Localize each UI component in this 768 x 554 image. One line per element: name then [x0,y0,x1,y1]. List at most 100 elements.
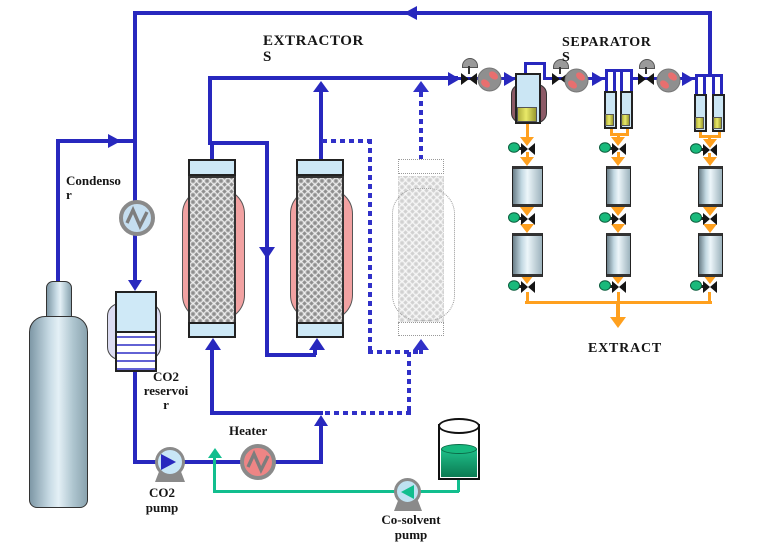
pump-arrow-icon [161,454,176,470]
cosolvent-pump-label: Co-solvent pump [374,512,448,542]
pipe-outlet-header [208,76,458,80]
arrow-down-icon [128,280,142,291]
pipe-sep2-tooth [630,69,633,93]
pipe-sep2-tooth [613,69,616,93]
arrow-down-icon [703,224,717,233]
pipe-dashed-riser [407,352,411,415]
arrow-down-icon [703,139,717,148]
collection-vessel [512,233,543,277]
arrow-down-icon [611,137,625,146]
pipe-sep1-loop [524,62,546,65]
pipe-cylinder-top [56,139,137,143]
valve-icon [638,73,654,85]
collection-vessel [606,233,631,277]
pipe-recycle-riser [708,11,712,77]
extractor1-top-cap [188,159,236,176]
separator3-collected [713,117,722,129]
pipe-sep3-tooth [703,74,706,96]
extractors-label-line1: EXTRACTOR [263,33,364,49]
pipe-extract [617,152,620,158]
co2-cylinder-neck [46,281,72,320]
pipe-sep1-loop [543,62,546,80]
pipe-sep2-tooth [620,69,623,93]
pipe-sep3-tooth [720,74,723,96]
extractor2-bed [296,176,344,326]
arrow-down-icon [520,224,534,233]
heat-exchanger-fan-icon [564,68,589,93]
pump-arrow-icon [401,485,414,499]
separator1-collected [517,107,537,122]
separators-label-line2: S [562,50,571,65]
pipe-extract [718,128,721,137]
pipe-extract [526,152,529,158]
pipe-dashed-bottom [325,411,411,415]
valve-stem [645,67,647,74]
pipe-extract [626,127,629,135]
arrow-down-icon [703,157,717,166]
pipe-extract [708,153,711,158]
pipe-cosolvent-riser [213,457,216,492]
extractor2-top-cap [296,159,344,176]
pipe-sep2-manifold [605,69,633,72]
condenser-label-line2: r [66,187,72,202]
pipe-dashed-stub [419,350,423,354]
extractors-label-line2: S [263,49,272,65]
separator3-collected [695,117,704,129]
cosolvent-pump-label-line2: pump [394,527,428,542]
condenser-label-line1: Condenso [66,173,121,188]
green-valve-icon [690,143,717,156]
co2-reservoir-label-line1: CO2 [153,369,179,384]
co2-pump-label: CO2 pump [140,485,184,515]
arrow-left-icon [404,6,417,20]
extractor3-top-cap-standby [398,159,444,174]
pipe-recycle-top [133,11,712,15]
co2-reservoir-liquid [115,331,157,372]
arrow-down-icon [611,207,625,216]
pipe-dashed-top [322,139,370,143]
pipe-extract-manifold [525,301,712,304]
arrow-right-icon [682,72,694,86]
condenser [119,200,155,236]
arrow-up-icon [413,339,429,350]
pipe-extract [699,128,702,137]
heat-exchanger-fan-icon [477,67,502,92]
arrow-down-icon [611,157,625,166]
separator2-collected [621,114,630,126]
co2-reservoir-label: CO2 reservoi r [138,370,194,412]
green-valve-icon [690,280,717,293]
green-valve-icon [508,142,535,155]
extractor1-bed [188,176,236,326]
pipe-sep3-tooth [695,74,698,96]
separators-label: SEPARATOR S [562,35,651,65]
heater [240,444,276,480]
pipe-extract [617,292,620,303]
pipe-dashed-cross [368,350,423,354]
arrow-right-icon [592,72,604,86]
green-valve-icon [508,280,535,293]
co2-reservoir-label-line2: reservoi [143,383,189,398]
extractors-label: EXTRACTOR S [263,33,364,65]
extractor2-bottom-cap [296,322,344,338]
arrow-down-icon [703,207,717,216]
pipe-extract-outlet [616,303,620,318]
arrow-down-icon [611,224,625,233]
arrow-down-icon [703,275,717,284]
arrow-down-icon [520,137,534,146]
valve-actuator-icon [462,58,478,68]
arrow-up-icon [314,415,328,426]
valve-icon [461,73,477,85]
arrow-down-icon [520,207,534,216]
valve-actuator-icon [553,59,569,69]
pipe-extractor1-feed [210,350,214,413]
arrow-down-icon [520,275,534,284]
extract-label: EXTRACT [588,341,663,356]
condenser-label: Condenso r [66,174,121,202]
green-valve-icon [690,212,717,225]
pipe-cylinder-riser [56,139,60,285]
extractor3-bottom-cap-standby [398,322,444,336]
beaker-rim [438,418,480,434]
pipe-extractor1-top [210,141,214,162]
heat-exchanger-zigzag-icon [246,449,270,475]
pipe-sep1-loop [524,62,527,75]
pipe-condenser-drop [133,11,137,280]
